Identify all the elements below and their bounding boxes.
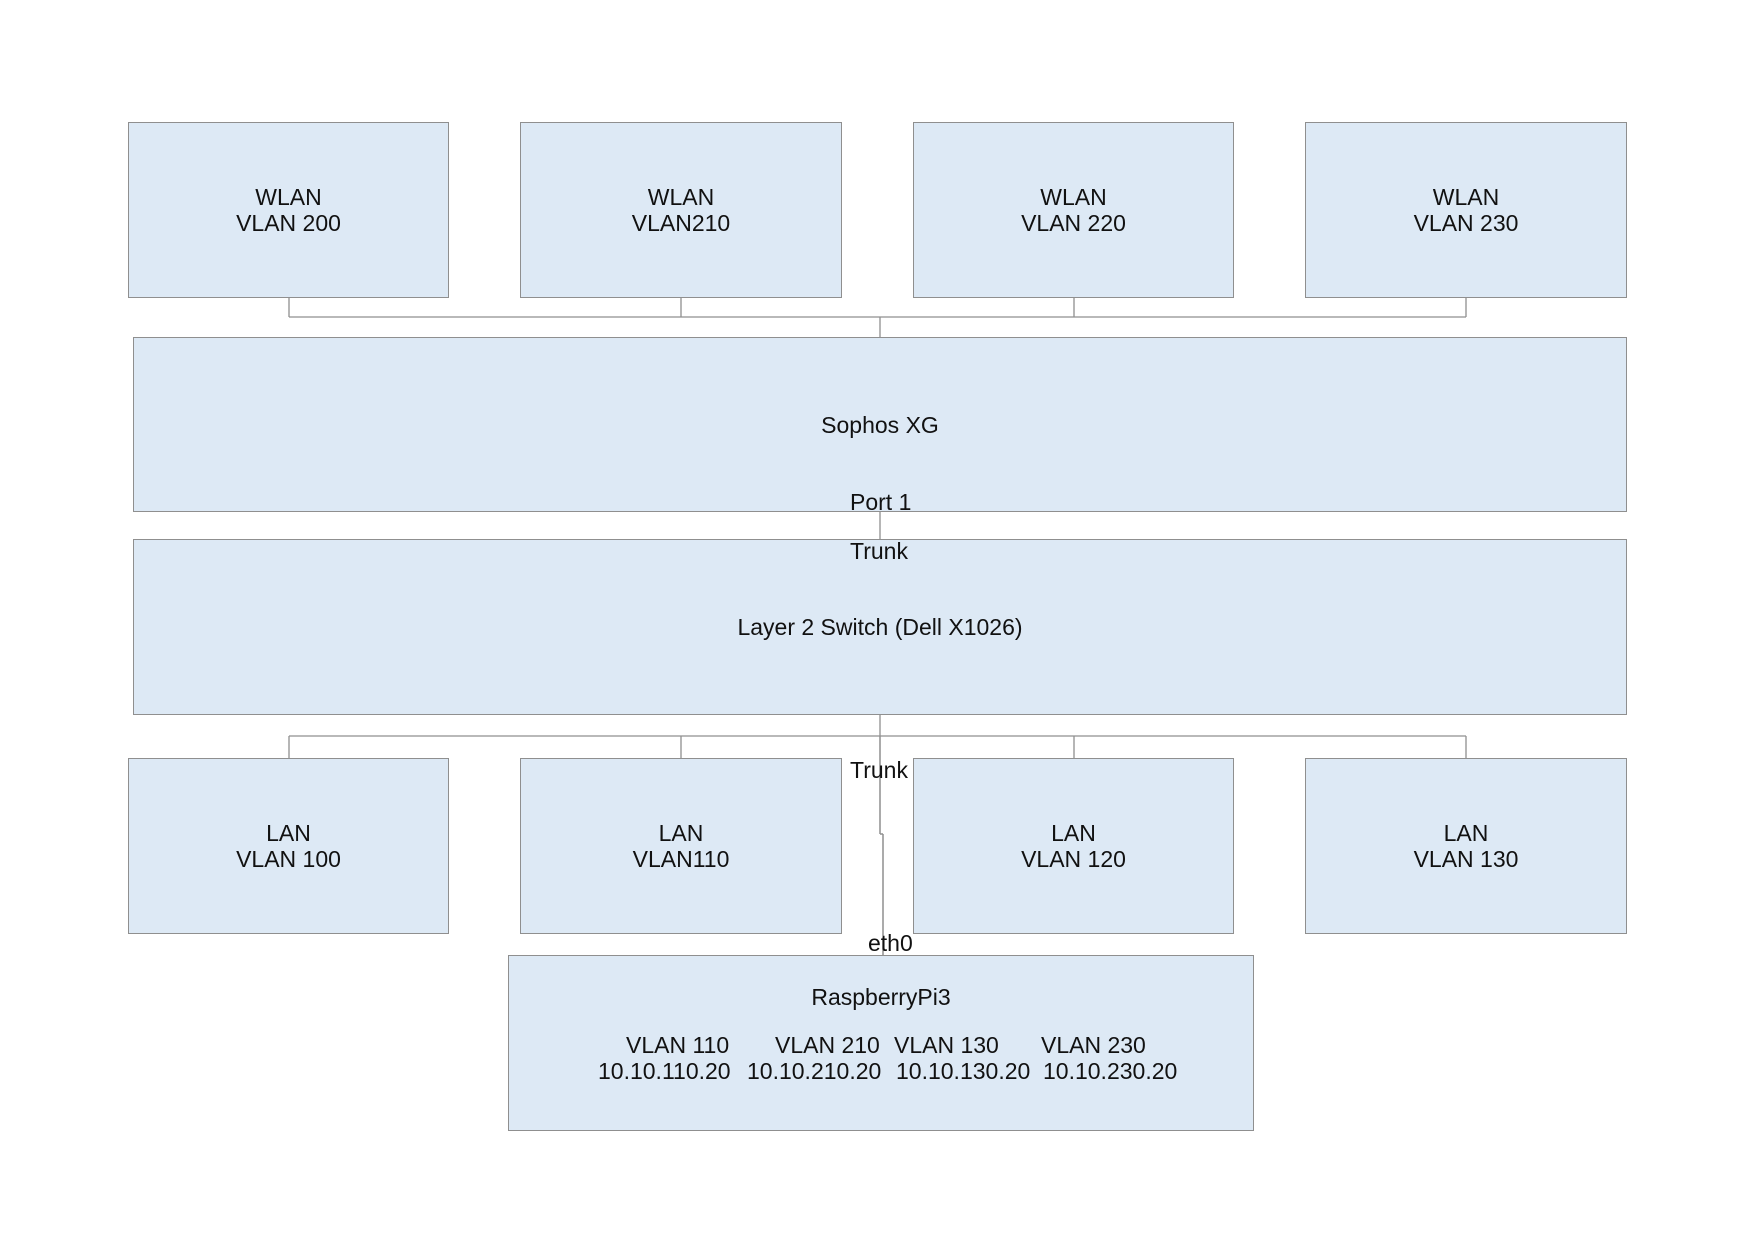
wlan-node-vlan: VLAN210 xyxy=(631,210,731,236)
pi-vlan-ip: 10.10.110.20 xyxy=(598,1058,731,1084)
pi-vlan-name: VLAN 210 xyxy=(775,1032,880,1058)
wlan-node-label: WLAN xyxy=(255,184,322,210)
trunk-label-top: Trunk xyxy=(850,538,908,564)
switch-node: Layer 2 Switch (Dell X1026) xyxy=(133,539,1627,715)
wlan-node-label: WLAN xyxy=(647,184,715,210)
pi-vlan-ip: 10.10.230.20 xyxy=(1043,1058,1178,1084)
lan-node-label: LAN xyxy=(658,820,704,846)
wlan-node-label: WLAN xyxy=(1432,184,1500,210)
pi-vlan-ip: 10.10.210.20 xyxy=(747,1058,882,1084)
trunk-label-bottom: Trunk xyxy=(850,757,908,783)
wlan-node-230: WLAN VLAN 230 xyxy=(1305,122,1627,298)
raspberry-pi-title: RaspberryPi3 xyxy=(811,984,951,1010)
firewall-node: Sophos XG xyxy=(133,337,1627,512)
switch-label: Layer 2 Switch (Dell X1026) xyxy=(737,614,1023,640)
lan-node-label: LAN xyxy=(266,820,311,846)
lan-node-130: LAN VLAN 130 xyxy=(1305,758,1627,934)
lan-node-vlan: VLAN 130 xyxy=(1413,846,1519,872)
firewall-label: Sophos XG xyxy=(821,411,939,438)
lan-node-vlan: VLAN 100 xyxy=(236,846,341,872)
lan-node-vlan: VLAN110 xyxy=(632,846,730,872)
pi-vlan-name: VLAN 110 xyxy=(626,1032,730,1058)
eth0-label: eth0 xyxy=(868,930,913,956)
wlan-node-210: WLAN VLAN210 xyxy=(520,122,842,298)
pi-vlan-name: VLAN 230 xyxy=(1041,1032,1146,1058)
wlan-node-label: WLAN xyxy=(1040,184,1107,210)
lan-node-label: LAN xyxy=(1443,820,1489,846)
pi-vlan-110: VLAN 110 10.10.110.20 xyxy=(598,1032,731,1084)
pi-vlan-210: VLAN 210 10.10.210.20 xyxy=(747,1032,881,1084)
pi-vlan-name: VLAN 130 xyxy=(894,1032,999,1058)
lan-node-120: LAN VLAN 120 xyxy=(913,758,1234,934)
lan-node-110: LAN VLAN110 xyxy=(520,758,842,934)
pi-vlan-130: VLAN 130 10.10.130.20 xyxy=(894,1032,1030,1084)
wlan-node-220: WLAN VLAN 220 xyxy=(913,122,1234,298)
wlan-node-vlan: VLAN 200 xyxy=(236,210,341,236)
wlan-node-vlan: VLAN 220 xyxy=(1021,210,1126,236)
lan-node-vlan: VLAN 120 xyxy=(1021,846,1126,872)
lan-node-label: LAN xyxy=(1051,820,1096,846)
raspberry-pi-node: RaspberryPi3 VLAN 110 10.10.110.20 VLAN … xyxy=(508,955,1254,1131)
wlan-node-200: WLAN VLAN 200 xyxy=(128,122,449,298)
pi-vlan-ip: 10.10.130.20 xyxy=(896,1058,1031,1084)
lan-node-100: LAN VLAN 100 xyxy=(128,758,449,934)
wlan-node-vlan: VLAN 230 xyxy=(1413,210,1519,236)
port-label: Port 1 xyxy=(850,489,912,515)
pi-vlan-230: VLAN 230 10.10.230.20 xyxy=(1041,1032,1177,1084)
